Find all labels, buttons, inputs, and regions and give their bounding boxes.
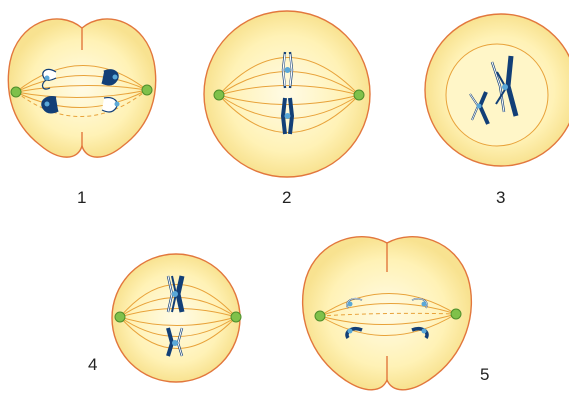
cell-1 xyxy=(7,18,157,158)
cell-3-chromosomes-large xyxy=(490,55,519,117)
cell-2-centrosome-left xyxy=(213,89,225,101)
cell-5-centrosome-left xyxy=(314,310,326,322)
cell-1-spindle-fibers xyxy=(15,65,148,117)
cell-5-centrosome-right xyxy=(450,308,462,320)
cell-3 xyxy=(424,13,569,167)
cell-1-centrosome-right xyxy=(141,84,153,96)
cell-5-chromosomes xyxy=(345,298,429,339)
cell-3-label: 3 xyxy=(496,188,506,207)
cell-4-centrosome-left xyxy=(114,311,126,323)
cell-5-spindle-fibers xyxy=(319,293,457,336)
cell-4-chromosomes-bottom xyxy=(166,327,184,357)
cell-1-label: 1 xyxy=(77,188,87,207)
cell-3-nucleus xyxy=(445,43,549,147)
cell-4-label: 4 xyxy=(88,355,98,374)
cell-2-chromosome-top xyxy=(281,51,294,89)
cell-3-chromosomes-small xyxy=(469,91,490,125)
cell-1-chromosomes xyxy=(41,68,120,114)
cell-2-centrosome-right xyxy=(353,89,365,101)
cell-4 xyxy=(111,253,242,383)
cell-1-centrosome-left xyxy=(10,86,22,98)
cell-4-centrosome-right xyxy=(230,311,242,323)
cell-4-membrane xyxy=(111,253,241,383)
cell-5-label: 5 xyxy=(480,365,490,384)
cell-2 xyxy=(203,10,371,178)
cell-2-label: 2 xyxy=(282,188,292,207)
cell-2-chromosome-bottom xyxy=(280,97,295,135)
cell-4-chromosomes-top xyxy=(166,275,185,313)
cell-2-membrane xyxy=(203,10,371,178)
cell-5 xyxy=(301,236,473,391)
